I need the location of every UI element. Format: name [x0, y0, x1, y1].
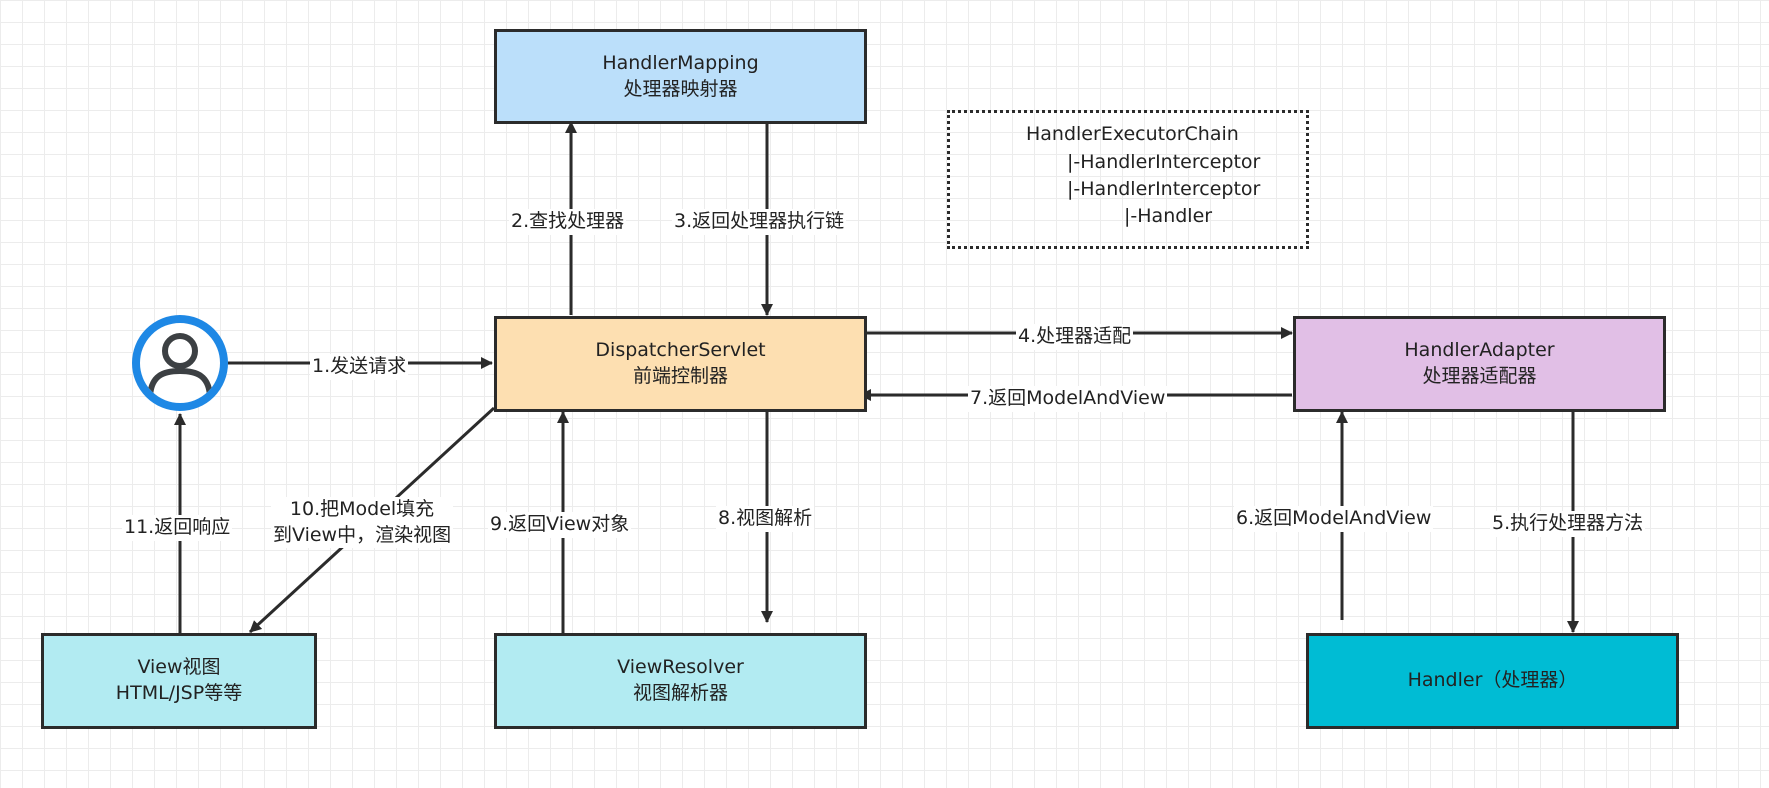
handler-title: Handler（处理器） — [1407, 669, 1578, 692]
handler-mapping-title: HandlerMapping — [602, 51, 759, 74]
step-10-label-line-1: 10.把Model填充 — [289, 498, 435, 520]
step-8-label: 8.视图解析 — [716, 506, 815, 532]
step-3-label: 3.返回处理器执行链 — [672, 209, 847, 235]
step-4-label: 4.处理器适配 — [1016, 324, 1134, 350]
handler-adapter-subtitle: 处理器适配器 — [1422, 365, 1537, 387]
chain-item: |-HandlerInterceptor — [1067, 178, 1261, 200]
step-9-label: 9.返回View对象 — [488, 512, 632, 538]
dispatcher-servlet-box: DispatcherServlet 前端控制器 — [494, 316, 867, 412]
dispatcher-servlet-subtitle: 前端控制器 — [632, 365, 728, 387]
view-resolver-subtitle: 视图解析器 — [632, 682, 728, 704]
view-resolver-box: ViewResolver 视图解析器 — [494, 633, 867, 729]
step-10-label-line-2: 到View中，渲染视图 — [273, 523, 452, 546]
handler-box: Handler（处理器） — [1306, 633, 1679, 729]
step-2-label: 2.查找处理器 — [509, 209, 627, 235]
chain-item: |-Handler — [1124, 205, 1213, 227]
view-box: View视图 HTML/JSP等等 — [41, 633, 317, 729]
step-6-label: 6.返回ModelAndView — [1234, 506, 1434, 532]
handler-adapter-title: HandlerAdapter — [1404, 339, 1555, 362]
view-subtitle: HTML/JSP等等 — [115, 682, 243, 704]
handler-mapping-subtitle: 处理器映射器 — [623, 77, 738, 100]
chain-title: HandlerExecutorChain — [1026, 123, 1239, 145]
handler-adapter-box: HandlerAdapter 处理器适配器 — [1293, 316, 1666, 412]
view-title: View视图 — [137, 656, 221, 679]
step-1-label: 1.发送请求 — [310, 354, 409, 380]
chain-item: |-HandlerInterceptor — [1067, 151, 1261, 173]
step-7-label: 7.返回ModelAndView — [968, 386, 1168, 412]
view-resolver-title: ViewResolver — [617, 656, 744, 679]
handler-executor-chain-note: HandlerExecutorChain |-HandlerIntercepto… — [947, 110, 1309, 249]
user-icon — [132, 315, 228, 411]
step-10-label: 10.把Model填充 到View中，渲染视图 — [271, 497, 454, 549]
step-11-label: 11.返回响应 — [122, 515, 233, 541]
handler-mapping-box: HandlerMapping 处理器映射器 — [494, 29, 867, 124]
dispatcher-servlet-title: DispatcherServlet — [595, 339, 766, 362]
step-5-label: 5.执行处理器方法 — [1490, 511, 1646, 537]
